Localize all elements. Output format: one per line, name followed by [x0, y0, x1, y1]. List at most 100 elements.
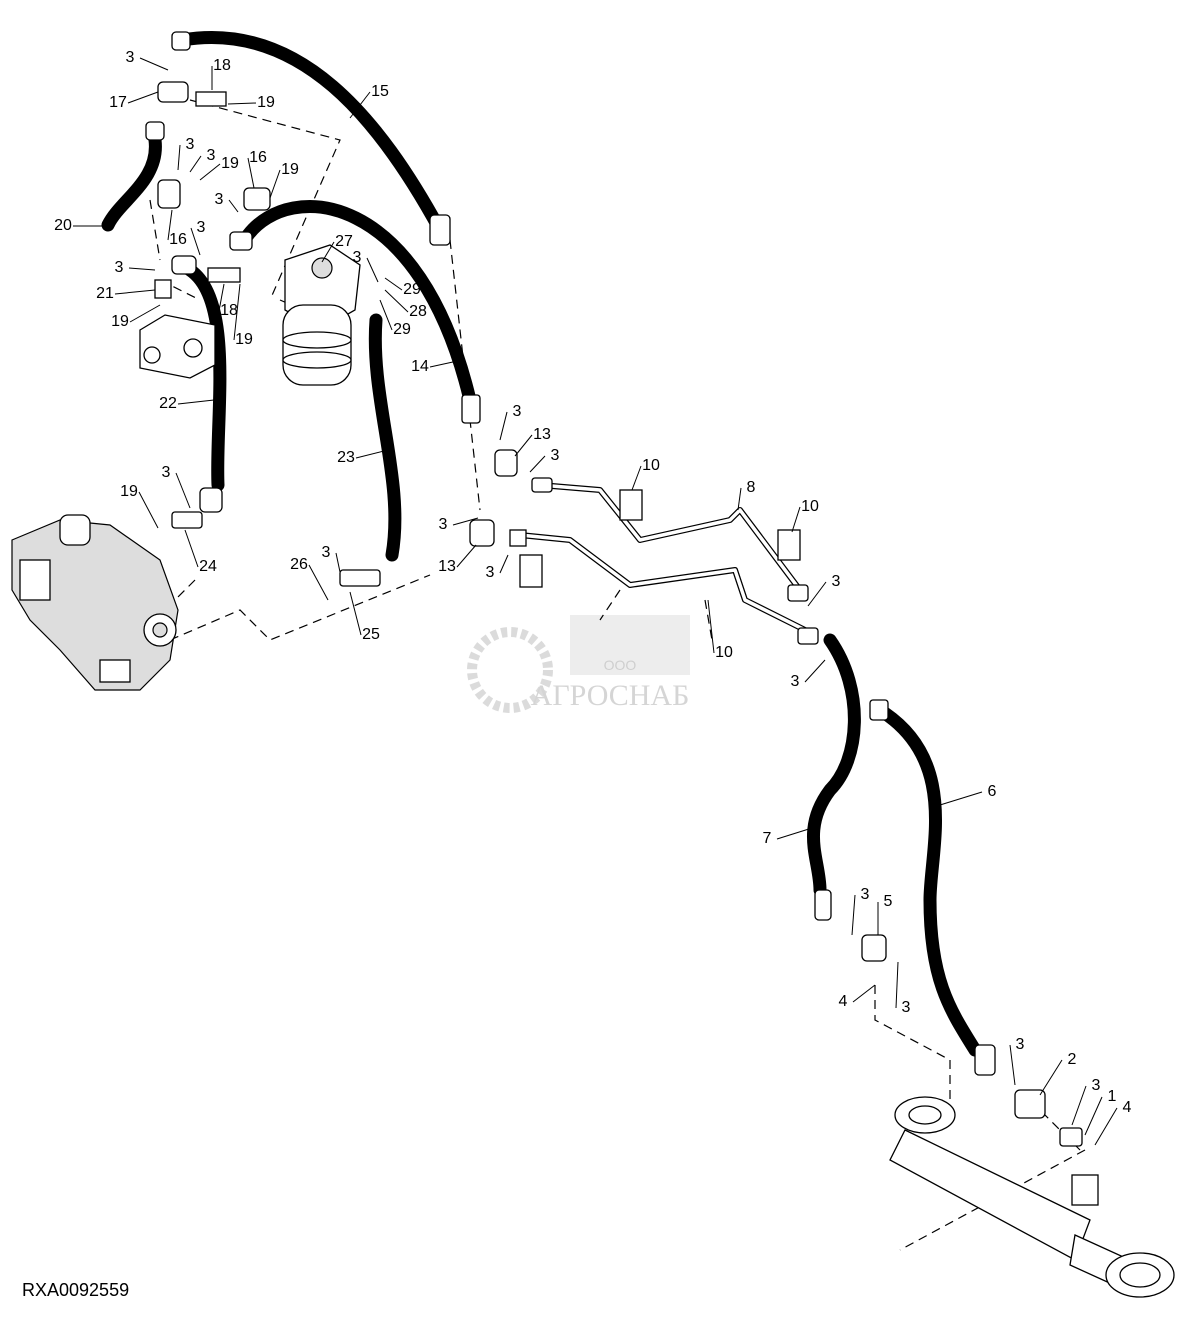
- callout-label: 3: [791, 673, 800, 690]
- callout-label: 16: [249, 149, 267, 166]
- hose-14: [241, 200, 477, 407]
- callout-leader-line: [269, 169, 281, 199]
- callout-label: 23: [337, 449, 355, 466]
- callout-label: 29: [403, 281, 421, 298]
- callout-leader-line: [529, 455, 546, 473]
- callout-label: 3: [439, 516, 448, 533]
- callout-leader-line: [776, 827, 813, 840]
- callout-leader-line: [218, 283, 225, 312]
- callout-label: 3: [207, 147, 216, 164]
- callout-leader-line: [1084, 1096, 1103, 1136]
- hose-20: [101, 133, 162, 232]
- callout-label: 3: [197, 219, 206, 236]
- callout-label: 3: [902, 999, 911, 1016]
- callout-leader-line: [227, 102, 257, 105]
- callout-label: 3: [215, 191, 224, 208]
- callout-leader-line: [852, 984, 876, 1003]
- callout-leader-line: [177, 399, 215, 405]
- callout-label: 26: [290, 556, 308, 573]
- callout-label: 3: [513, 403, 522, 420]
- diagram-id: RXA0092559: [22, 1280, 130, 1300]
- callout-label: 22: [159, 395, 177, 412]
- hose-22: [183, 263, 227, 492]
- callout-leader-line: [129, 304, 161, 323]
- hose-23: [368, 313, 402, 562]
- callout-leader-line: [737, 487, 742, 511]
- callout-leader-line: [190, 227, 201, 256]
- callout-label: 3: [861, 886, 870, 903]
- callout-leader-line: [247, 157, 255, 189]
- callout-label: 4: [839, 993, 848, 1010]
- callout-label: 21: [96, 285, 114, 302]
- callout-label: 3: [486, 564, 495, 581]
- callout-label: 13: [533, 426, 551, 443]
- hydraulic-cylinder: [889, 1096, 1175, 1298]
- callout-leader-line: [707, 599, 715, 654]
- callout-leader-line: [807, 581, 827, 607]
- callout-leader-line: [355, 449, 389, 459]
- callout-label: 1: [1108, 1088, 1117, 1105]
- callout-leader-line: [804, 659, 826, 683]
- callout-label: 3: [162, 464, 171, 481]
- callout-leader-line: [349, 91, 371, 119]
- callout-label: 3: [126, 49, 135, 66]
- callout-leader-line: [939, 791, 983, 806]
- hose-7: [807, 633, 861, 897]
- callout-label: 19: [111, 313, 129, 330]
- callout-leader-line: [631, 465, 642, 491]
- callout-leader-line: [851, 894, 856, 936]
- filter-assembly: [282, 244, 361, 386]
- callout-label: 3: [186, 136, 195, 153]
- callout-label: 10: [715, 644, 733, 661]
- callout-leader-line: [167, 209, 173, 241]
- callout-leader-line: [1094, 1107, 1118, 1146]
- hoses: [101, 30, 982, 1057]
- callout-leader-line: [175, 472, 191, 509]
- fittings: [145, 31, 1099, 1206]
- valve-block: [139, 314, 216, 379]
- callout-leader-line: [452, 517, 479, 526]
- callout-leader-line: [429, 359, 463, 368]
- callout-leader-line: [139, 57, 169, 71]
- callout-leader-line: [228, 199, 239, 213]
- callout-label: 19: [120, 483, 138, 500]
- callout-leader-line: [335, 552, 341, 573]
- callout-label: 7: [763, 830, 772, 847]
- watermark-prefix: ООО: [604, 657, 637, 673]
- watermark-company: АГРОСНАБ: [531, 679, 690, 712]
- callout-label: 13: [438, 558, 456, 575]
- callout-label: 10: [801, 498, 819, 515]
- callout-leader-line: [127, 91, 159, 104]
- callout-label: 29: [393, 321, 411, 338]
- callout-label: 17: [109, 94, 127, 111]
- callout-label: 19: [221, 155, 239, 172]
- callout-label: 25: [362, 626, 380, 643]
- callout-leader-line: [114, 289, 156, 295]
- callout-label: 28: [409, 303, 427, 320]
- watermark-logo: ООО АГРОСНАБ: [467, 615, 690, 713]
- hose-15: [175, 30, 447, 237]
- callout-label: 3: [115, 259, 124, 276]
- callout-label: 6: [988, 783, 997, 800]
- callout-label: 24: [199, 558, 217, 575]
- callout-leader-line: [1039, 1059, 1063, 1096]
- callout-label: 18: [213, 57, 231, 74]
- callout-leader-line: [379, 299, 393, 331]
- callout-leader-line: [199, 163, 221, 181]
- callout-leader-line: [456, 544, 477, 568]
- callout-leader-line: [895, 961, 899, 1009]
- callout-leader-line: [499, 411, 508, 441]
- hose-6: [873, 703, 982, 1057]
- callout-label: 19: [281, 161, 299, 178]
- callout-leader-line: [138, 491, 159, 529]
- callout-leader-line: [791, 506, 801, 533]
- callout-leader-line: [177, 144, 181, 171]
- callout-label: 3: [1092, 1077, 1101, 1094]
- callout-label: 5: [884, 893, 893, 910]
- callout-leader-line: [321, 241, 335, 263]
- callout-leader-line: [184, 529, 199, 568]
- callout-leader-line: [349, 591, 362, 636]
- callout-label: 16: [169, 231, 187, 248]
